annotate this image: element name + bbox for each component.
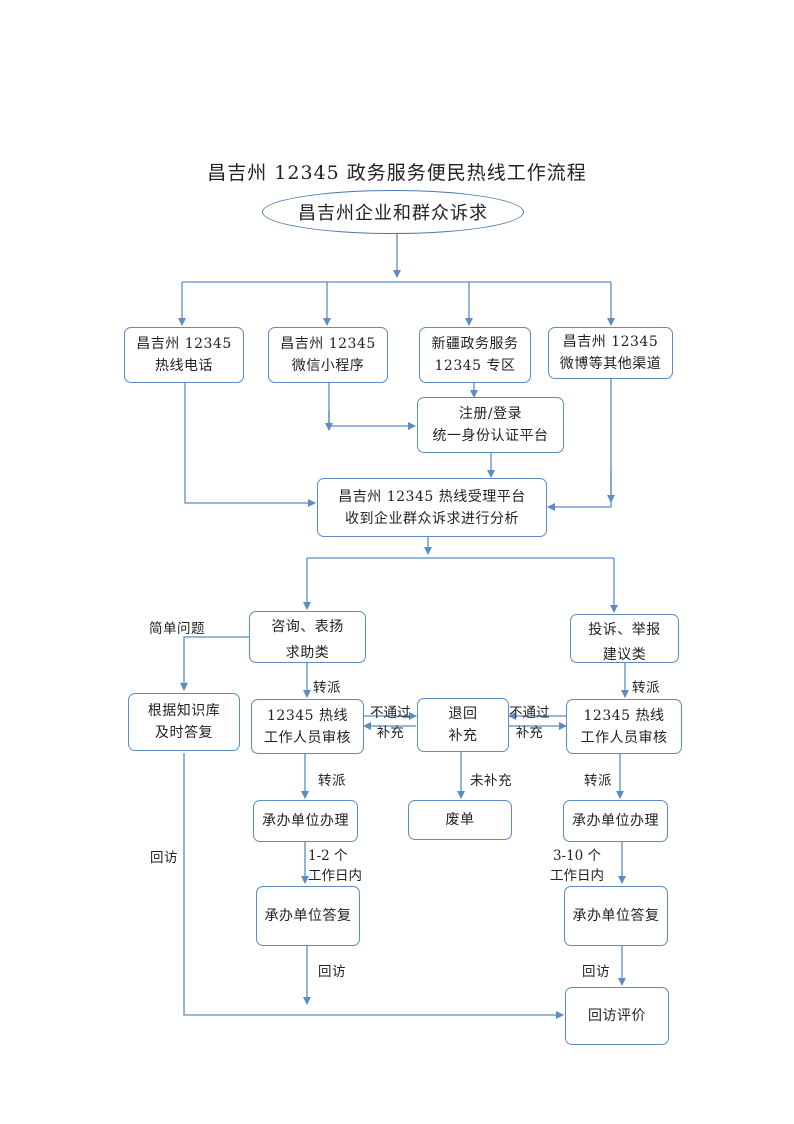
evaluation-node: 回访评价 bbox=[565, 987, 669, 1045]
return-line2: 补充 bbox=[448, 728, 478, 744]
simple-question-label: 简单问题 bbox=[149, 621, 205, 637]
start-node: 昌吉州企业和群众诉求 bbox=[262, 190, 524, 234]
right-fail-line2: 补充 bbox=[515, 725, 543, 741]
evaluation-label: 回访评价 bbox=[588, 1008, 646, 1024]
channel-wechat-line2: 微信小程序 bbox=[291, 358, 365, 374]
right-handle-label: 承办单位办理 bbox=[572, 813, 659, 829]
void-label: 废单 bbox=[445, 812, 475, 828]
right-days-line1: 3-10 个 bbox=[552, 848, 602, 864]
channel-xinjiang-line1: 新疆政务服务 bbox=[431, 336, 519, 352]
right-reply-node: 承办单位答复 bbox=[564, 886, 668, 946]
arrow-simple-knowledge bbox=[180, 636, 250, 691]
channel-wechat-line1: 昌吉州 12345 bbox=[280, 336, 376, 352]
channel-weibo-line2: 微博等其他渠道 bbox=[559, 356, 662, 372]
left-handle-label: 承办单位办理 bbox=[262, 813, 349, 829]
auth-line1: 注册/登录 bbox=[458, 406, 523, 422]
right-fail-label: 不通过 补充 bbox=[509, 703, 550, 743]
void-node: 废单 bbox=[408, 800, 512, 840]
left-review-line2: 工作人员审核 bbox=[264, 729, 351, 746]
right-transfer-label-1: 转派 bbox=[632, 680, 660, 696]
left-days-label: 1-2 个 工作日内 bbox=[308, 846, 362, 886]
left-days-line2: 工作日内 bbox=[308, 868, 362, 884]
complaint-node: 投诉、举报 建议类 bbox=[570, 614, 679, 663]
right-days-label: 3-10 个 工作日内 bbox=[550, 846, 604, 886]
knowledge-line1: 根据知识库 bbox=[147, 703, 221, 719]
left-reply-label: 承办单位答复 bbox=[264, 908, 352, 924]
left-review-node: 12345 热线 工作人员审核 bbox=[251, 699, 364, 754]
platform-line1: 昌吉州 12345 热线受理平台 bbox=[338, 488, 526, 505]
channel-hotline: 昌吉州 12345 热线电话 bbox=[124, 327, 244, 383]
return-node: 退回 补充 bbox=[417, 698, 509, 752]
complaint-line1: 投诉、举报 bbox=[588, 622, 661, 638]
knowledge-node: 根据知识库 及时答复 bbox=[128, 693, 240, 751]
right-transfer-label-2: 转派 bbox=[584, 773, 612, 789]
left-fail-line2: 补充 bbox=[376, 725, 404, 741]
right-review-line1: 12345 热线 bbox=[583, 707, 665, 724]
not-supplemented-label: 未补充 bbox=[470, 773, 512, 789]
left-transfer-label-1: 转派 bbox=[313, 680, 341, 696]
acceptance-platform: 昌吉州 12345 热线受理平台 收到企业群众诉求进行分析 bbox=[317, 478, 547, 537]
return-line1: 退回 bbox=[448, 706, 478, 722]
left-fail-line1: 不通过 bbox=[370, 705, 411, 721]
page-title: 昌吉州 12345 政务服务便民热线工作流程 bbox=[207, 162, 587, 184]
channel-xinjiang-line2: 12345 专区 bbox=[434, 358, 516, 374]
left-fail-label: 不通过 补充 bbox=[370, 703, 411, 743]
channel-weibo-line1: 昌吉州 12345 bbox=[562, 334, 659, 350]
consult-line2: 求助类 bbox=[285, 645, 330, 661]
left-revisit-short-label: 回访 bbox=[318, 964, 346, 980]
channel-hotline-line1: 昌吉州 12345 bbox=[136, 336, 232, 352]
channel-xinjiang: 新疆政务服务 12345 专区 bbox=[419, 327, 531, 383]
left-review-line1: 12345 热线 bbox=[267, 707, 348, 724]
arrow-knowledge-evaluation bbox=[183, 753, 564, 1019]
channel-weibo: 昌吉州 12345 微博等其他渠道 bbox=[548, 327, 673, 379]
right-revisit-label: 回访 bbox=[582, 964, 610, 980]
start-node-label: 昌吉州企业和群众诉求 bbox=[298, 203, 488, 224]
channel-hotline-line2: 热线电话 bbox=[155, 358, 213, 374]
left-reply-node: 承办单位答复 bbox=[256, 886, 360, 946]
complaint-line2: 建议类 bbox=[602, 647, 647, 663]
left-handle-node: 承办单位办理 bbox=[253, 800, 358, 842]
right-review-node: 12345 热线 工作人员审核 bbox=[566, 699, 682, 754]
right-days-line2: 工作日内 bbox=[550, 868, 604, 884]
knowledge-line2: 及时答复 bbox=[155, 725, 213, 741]
right-review-line2: 工作人员审核 bbox=[580, 729, 668, 746]
left-revisit-label: 回访 bbox=[150, 850, 178, 866]
arrow-channel1-platform bbox=[184, 381, 316, 507]
auth-platform: 注册/登录 统一身份认证平台 bbox=[417, 397, 564, 453]
arrow-channel4-platform bbox=[547, 378, 612, 511]
right-handle-node: 承办单位办理 bbox=[563, 800, 668, 842]
right-fail-line1: 不通过 bbox=[509, 705, 550, 721]
left-transfer-label-2: 转派 bbox=[318, 773, 346, 789]
left-days-line1: 1-2 个 bbox=[308, 848, 348, 864]
channel-wechat: 昌吉州 12345 微信小程序 bbox=[268, 327, 388, 383]
arrow-channel2-auth bbox=[328, 383, 416, 430]
platform-line2: 收到企业群众诉求进行分析 bbox=[345, 510, 519, 527]
consult-node: 咨询、表扬 求助类 bbox=[249, 611, 366, 663]
auth-line2: 统一身份认证平台 bbox=[432, 428, 549, 444]
right-reply-label: 承办单位答复 bbox=[572, 908, 660, 924]
consult-line1: 咨询、表扬 bbox=[271, 619, 344, 635]
